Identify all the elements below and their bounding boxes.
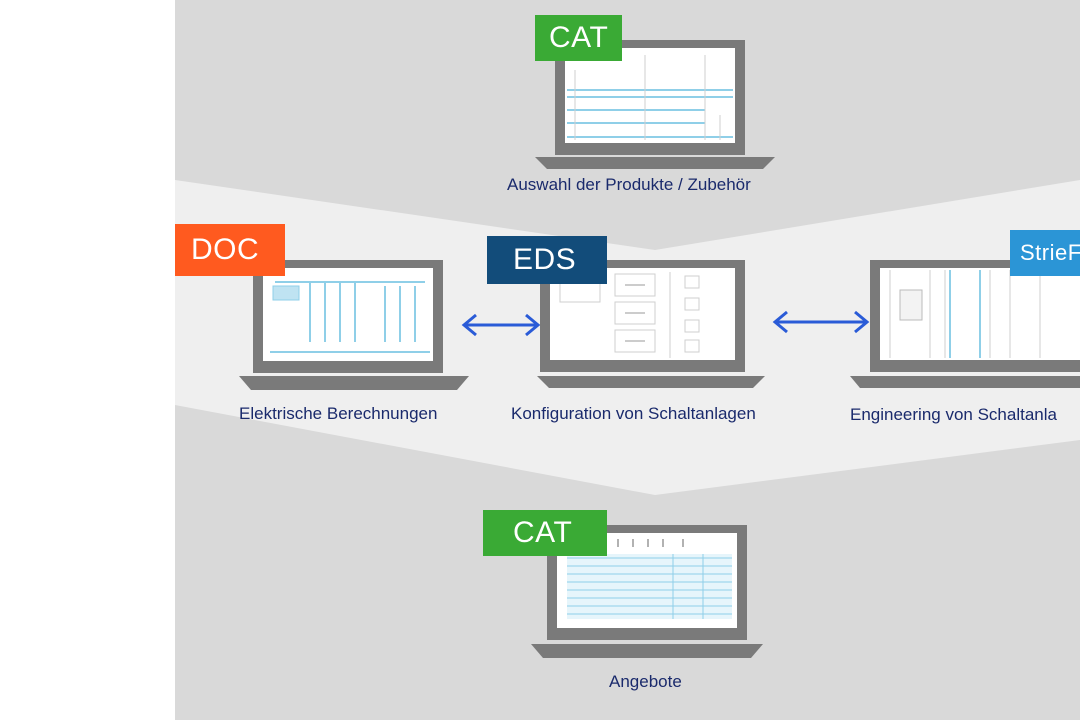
node-strief: StrieF Engineering von Schaltanla [850, 230, 1080, 435]
tag-doc: DOC [175, 224, 285, 276]
node-doc: DOC Elektrische Berechnungen [175, 224, 475, 434]
tag-cat-bottom: CAT [483, 510, 607, 556]
tag-strief: StrieF [1010, 230, 1080, 276]
laptop-icon [535, 40, 775, 169]
workflow-diagram: CAT Auswahl der Produkte / Zubehör DOC E… [175, 0, 1080, 720]
node-eds: EDS Konfiguration von Schaltanlagen [485, 236, 765, 436]
caption-strief: Engineering von Schaltanla [850, 405, 1057, 424]
caption-doc: Elektrische Berechnungen [239, 404, 438, 423]
caption-eds: Konfiguration von Schaltanlagen [511, 404, 756, 423]
tag-cat-top: CAT [535, 15, 623, 61]
node-cat-top: CAT Auswahl der Produkte / Zubehör [507, 15, 775, 205]
double-arrow-icon [461, 313, 541, 337]
caption-cat-bottom: Angebote [609, 672, 682, 691]
laptop-icon [239, 260, 469, 390]
laptop-icon [850, 260, 1080, 388]
tag-eds: EDS [487, 236, 607, 284]
double-arrow-icon [772, 310, 870, 334]
node-cat-bottom: CAT Angebote [483, 510, 763, 710]
caption-cat-top: Auswahl der Produkte / Zubehör [507, 175, 751, 194]
